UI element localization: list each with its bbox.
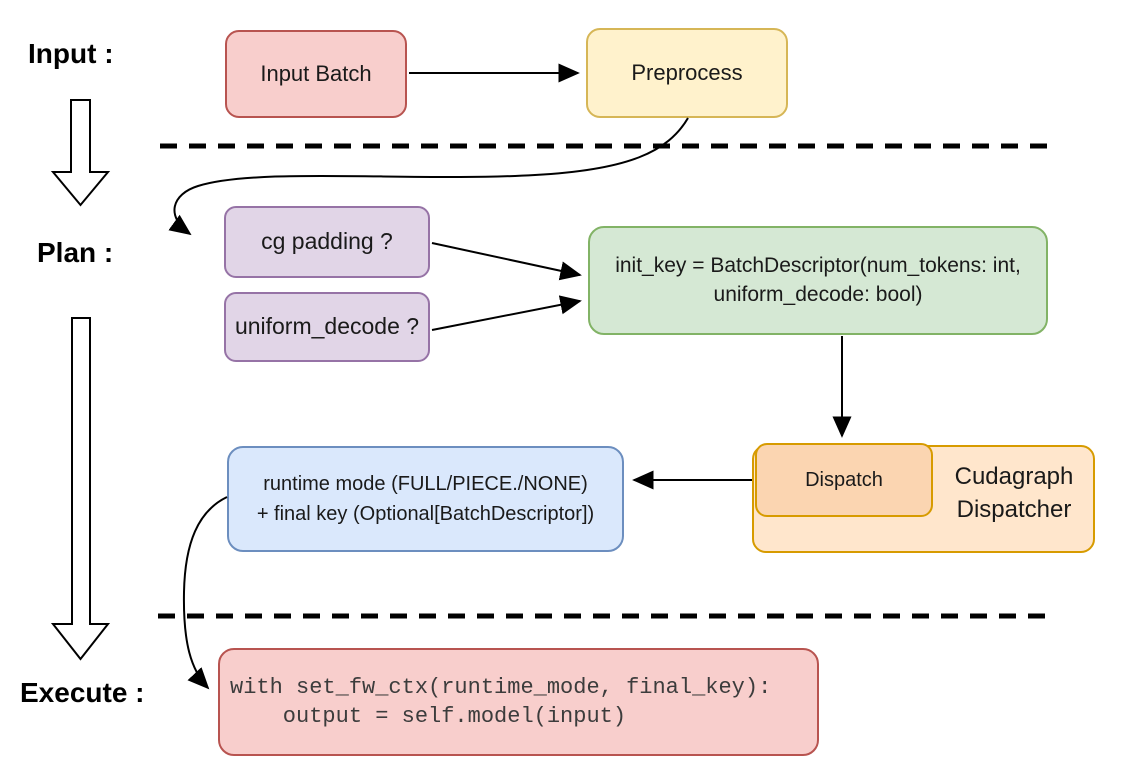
node-init-key-line1: init_key = BatchDescriptor(num_tokens: i…: [615, 254, 1021, 278]
arrow-uniform-decode-to-init-key: [431, 295, 582, 331]
node-init-key: init_key = BatchDescriptor(num_tokens: i…: [588, 226, 1048, 335]
cudagraph-label-line2: Dispatcher: [956, 496, 1072, 523]
node-uniform-decode-label: uniform_decode ?: [234, 313, 420, 340]
node-preprocess: Preprocess: [586, 28, 788, 118]
arrow-cg-padding-to-init-key: [431, 242, 582, 281]
execute-code-line2: output = self.model(input): [230, 704, 627, 729]
node-dispatch: Dispatch: [755, 443, 933, 517]
node-cg-padding: cg padding ?: [224, 206, 430, 278]
node-cudagraph-dispatcher-label: Cudagraph Dispatcher: [933, 460, 1095, 526]
stage-label-execute: Execute :: [20, 677, 145, 708]
node-init-key-line2: uniform_decode: bool): [713, 282, 923, 306]
stage-label-plan: Plan :: [37, 237, 114, 268]
node-preprocess-label: Preprocess: [631, 60, 743, 86]
node-runtime-mode-line2: + final key (Optional[BatchDescriptor]): [256, 503, 595, 525]
node-runtime-mode: runtime mode (FULL/PIECE./NONE) + final …: [227, 446, 624, 552]
stage-label-input: Input :: [28, 38, 114, 69]
execute-code-line1: with set_fw_ctx(runtime_mode, final_key)…: [230, 675, 772, 700]
node-input-batch-label: Input Batch: [260, 61, 372, 87]
node-runtime-mode-line1: runtime mode (FULL/PIECE./NONE): [263, 473, 588, 495]
stage-arrow-plan-to-execute: [50, 317, 111, 661]
node-cg-padding-label: cg padding ?: [261, 228, 393, 255]
node-input-batch: Input Batch: [225, 30, 407, 118]
node-execute-code: with set_fw_ctx(runtime_mode, final_key)…: [218, 648, 819, 756]
node-dispatch-label: Dispatch: [805, 468, 883, 491]
stage-arrow-input-to-plan: [50, 99, 111, 207]
cudagraph-label-line1: Cudagraph: [954, 463, 1074, 490]
node-uniform-decode: uniform_decode ?: [224, 292, 430, 362]
